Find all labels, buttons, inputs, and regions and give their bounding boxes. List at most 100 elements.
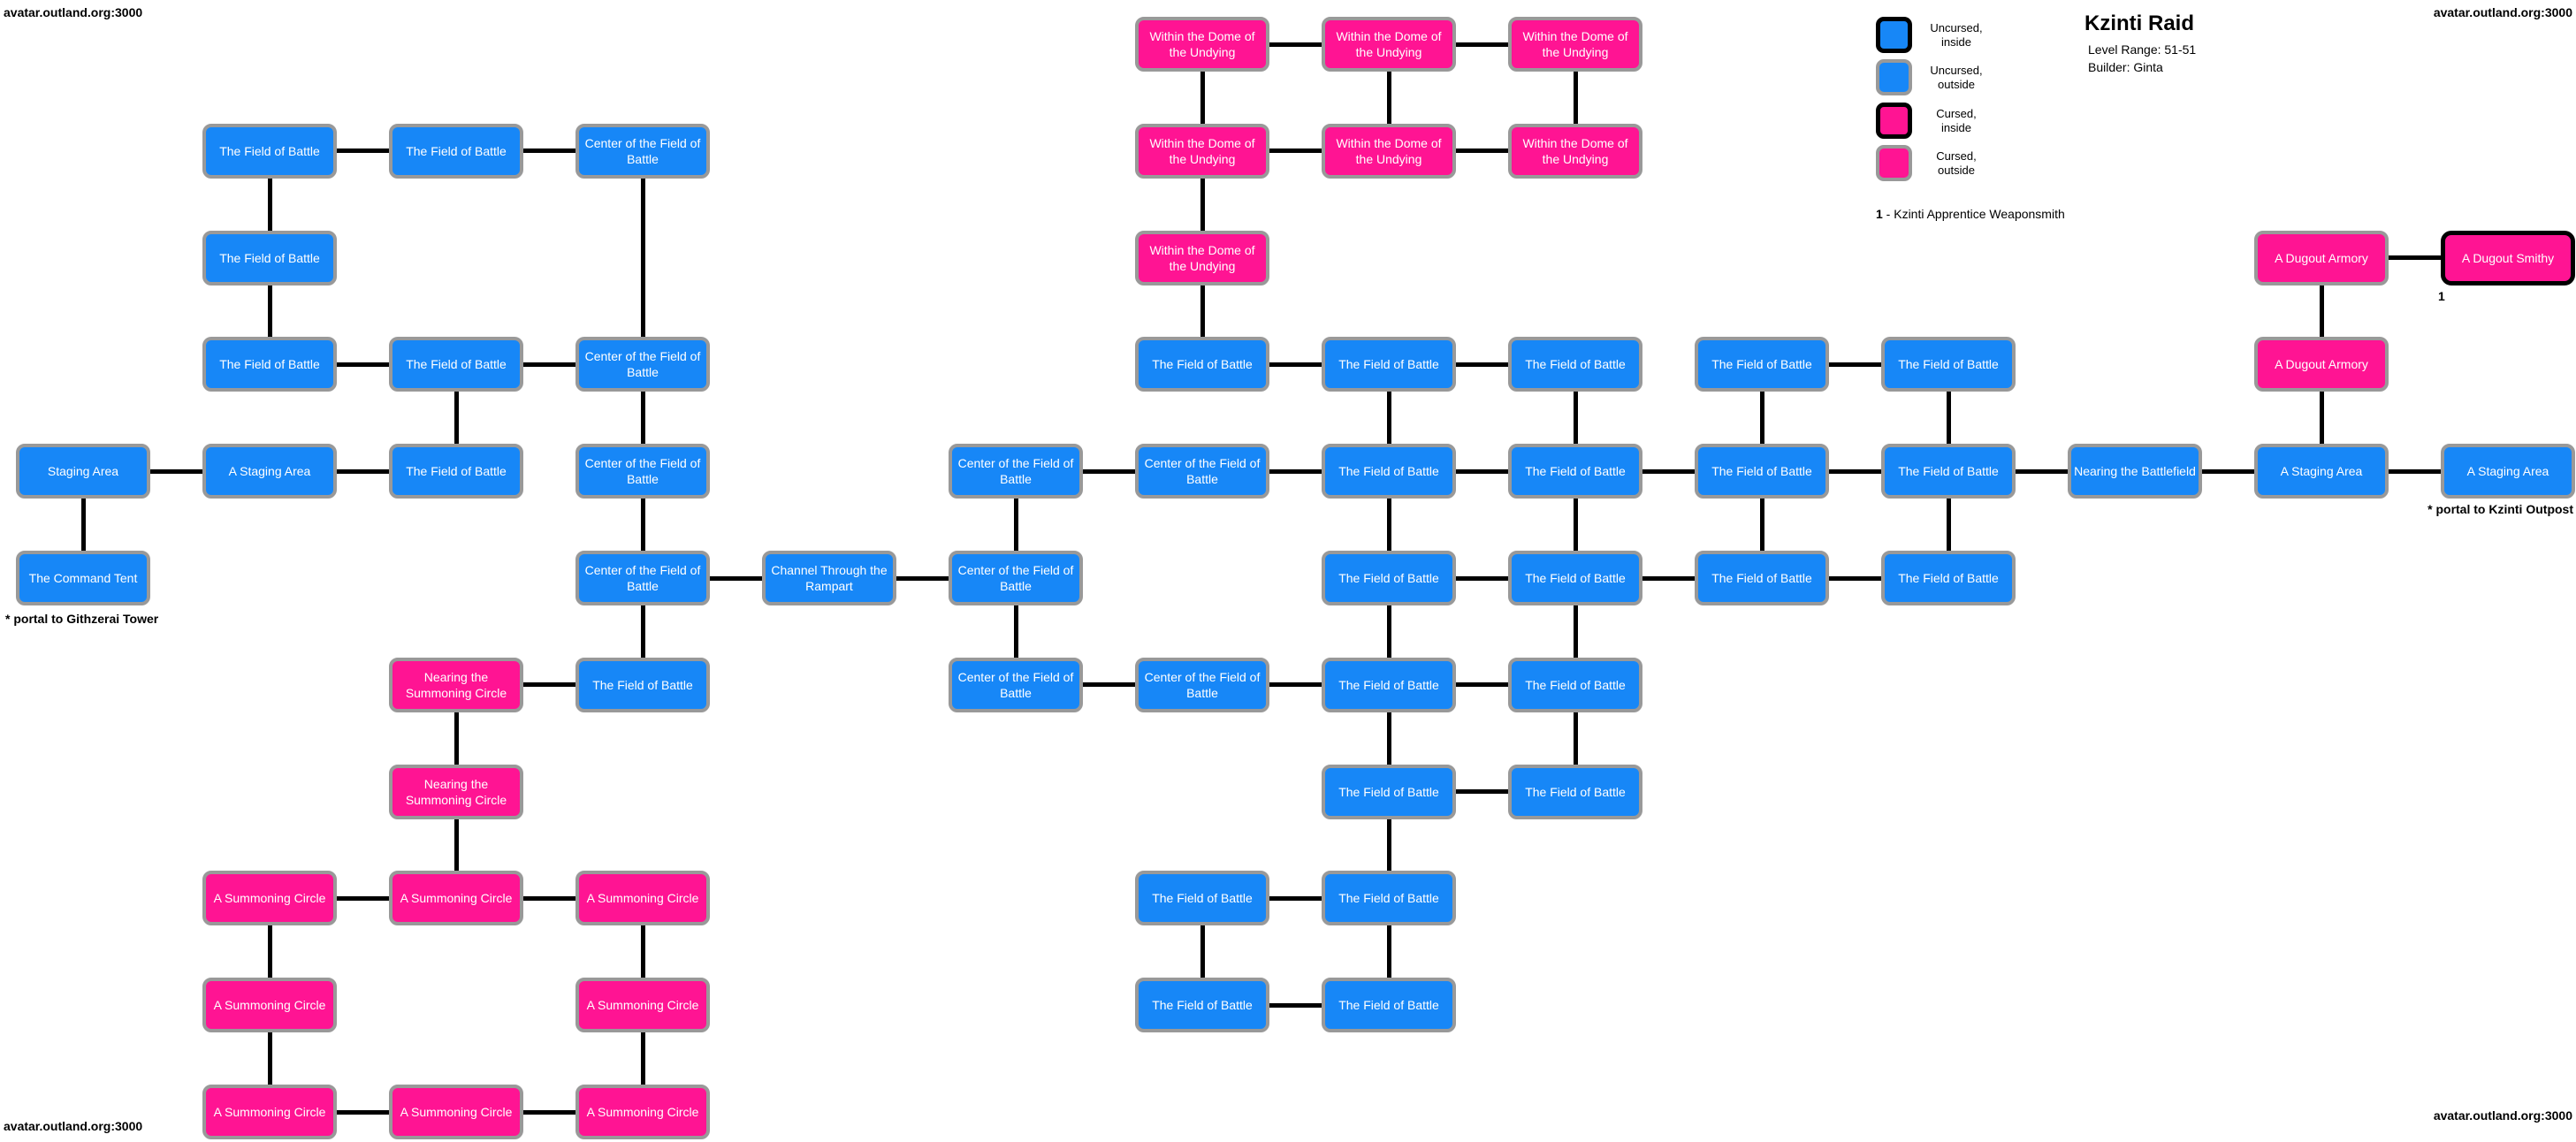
- room-box: Within the Dome of the Undying: [1322, 123, 1456, 179]
- map-edge: [337, 362, 389, 367]
- map-edge: [1829, 575, 1881, 581]
- map-edge: [1456, 148, 1508, 154]
- map-edge: [1269, 1002, 1322, 1008]
- marker-key-note: 1 - Kzinti Apprentice Weaponsmith: [1876, 207, 2065, 221]
- room-box: The Field of Battle: [1695, 337, 1829, 392]
- map-edge: [1013, 605, 1018, 658]
- map-edge: [453, 392, 459, 445]
- map-edge: [1573, 499, 1578, 551]
- room-box: A Summoning Circle: [202, 978, 337, 1033]
- map-edge: [1642, 468, 1695, 474]
- map-edge: [1269, 42, 1322, 47]
- room-box: A Staging Area: [2441, 444, 2575, 499]
- map-edge: [1829, 362, 1881, 367]
- map-edge: [267, 925, 272, 978]
- room-box: The Field of Battle: [1322, 871, 1456, 926]
- map-edge: [710, 575, 762, 581]
- room-box: The Field of Battle: [389, 123, 523, 179]
- map-edge: [523, 1109, 575, 1115]
- legend-swatch-cursed-inside-icon: [1876, 103, 1912, 139]
- room-box: The Field of Battle: [389, 337, 523, 392]
- map-edge: [640, 605, 645, 658]
- room-box: Center of the Field of Battle: [575, 551, 710, 605]
- map-edge: [640, 499, 645, 551]
- map-edge: [1269, 895, 1322, 901]
- map-edge: [1200, 285, 1205, 338]
- map-edge: [1456, 42, 1508, 47]
- room-box: The Field of Battle: [1508, 551, 1642, 605]
- map-edge: [1269, 148, 1322, 154]
- map-edge: [1642, 575, 1695, 581]
- map-edge: [523, 682, 575, 688]
- map-edge: [267, 178, 272, 231]
- marker-number: 1: [1876, 207, 1883, 221]
- legend-label: Uncursed,inside: [1930, 20, 1983, 49]
- map-edge: [2389, 468, 2441, 474]
- room-box: Within the Dome of the Undying: [1508, 123, 1642, 179]
- map-edge: [1200, 925, 1205, 978]
- room-box: The Field of Battle: [1322, 764, 1456, 819]
- map-edge: [337, 148, 389, 154]
- map-edge: [1269, 682, 1322, 688]
- room-box: Center of the Field of Battle: [575, 337, 710, 392]
- map-edge: [1573, 712, 1578, 765]
- legend-label: Uncursed,outside: [1930, 63, 1983, 91]
- room-box: The Field of Battle: [1881, 444, 2016, 499]
- area-level-range: Level Range: 51-51: [2088, 42, 2197, 57]
- map-edge: [1573, 605, 1578, 658]
- map-edge: [640, 178, 645, 338]
- map-edge: [1269, 468, 1322, 474]
- map-edge: [1200, 178, 1205, 231]
- room-box: A Summoning Circle: [202, 1085, 337, 1139]
- room-box: Center of the Field of Battle: [1135, 657, 1269, 712]
- room-box: Within the Dome of the Undying: [1135, 123, 1269, 179]
- room-box: Center of the Field of Battle: [575, 123, 710, 179]
- map-edge: [267, 1032, 272, 1085]
- host-label-bottom-right: avatar.outland.org:3000: [2433, 1108, 2572, 1123]
- map-edge: [337, 895, 389, 901]
- room-box: Center of the Field of Battle: [575, 444, 710, 499]
- room-box: Nearing the Summoning Circle: [389, 657, 523, 712]
- room-box: Within the Dome of the Undying: [1135, 230, 1269, 286]
- area-title: Kzinti Raid: [2084, 11, 2194, 35]
- room-box: The Field of Battle: [1695, 551, 1829, 605]
- room-box: A Summoning Circle: [389, 1085, 523, 1139]
- room-box: Within the Dome of the Undying: [1508, 17, 1642, 72]
- map-edge: [1456, 362, 1508, 367]
- legend-item-cursed-inside: Cursed,inside: [1876, 103, 1996, 139]
- room-box: The Field of Battle: [1322, 551, 1456, 605]
- room-box: The Field of Battle: [1508, 764, 1642, 819]
- room-box: A Summoning Circle: [575, 978, 710, 1033]
- map-edge: [523, 148, 575, 154]
- map-edge: [640, 392, 645, 445]
- marker-text: - Kzinti Apprentice Weaponsmith: [1882, 207, 2065, 221]
- map-edge: [1386, 499, 1391, 551]
- map-edge: [150, 468, 202, 474]
- map-edge: [1829, 468, 1881, 474]
- room-box: The Field of Battle: [202, 230, 337, 286]
- room-box: The Command Tent: [16, 551, 150, 605]
- map-edge: [523, 362, 575, 367]
- room-box: The Field of Battle: [1881, 337, 2016, 392]
- map-edge: [1386, 818, 1391, 872]
- room-box: Channel Through the Rampart: [762, 551, 896, 605]
- map-edge: [2202, 468, 2254, 474]
- map-edge: [640, 1032, 645, 1085]
- room-box: The Field of Battle: [1322, 444, 1456, 499]
- map-edge: [1456, 789, 1508, 795]
- legend-swatch-uncursed-outside-icon: [1876, 59, 1912, 95]
- map-edge: [453, 818, 459, 872]
- map-edge: [523, 895, 575, 901]
- portal-note-kzinti-outpost: * portal to Kzinti Outpost: [2427, 502, 2573, 516]
- map-edge: [1573, 392, 1578, 445]
- room-box: The Field of Battle: [575, 657, 710, 712]
- host-label-bottom-left: avatar.outland.org:3000: [4, 1119, 143, 1133]
- map-edge: [1456, 682, 1508, 688]
- legend-item-uncursed-inside: Uncursed,inside: [1876, 17, 1996, 53]
- room-box: A Summoning Circle: [575, 1085, 710, 1139]
- room-box: The Field of Battle: [202, 123, 337, 179]
- room-box: The Field of Battle: [1508, 444, 1642, 499]
- map-edge: [267, 285, 272, 338]
- legend-swatch-cursed-outside-icon: [1876, 145, 1912, 181]
- map-edge: [80, 499, 86, 551]
